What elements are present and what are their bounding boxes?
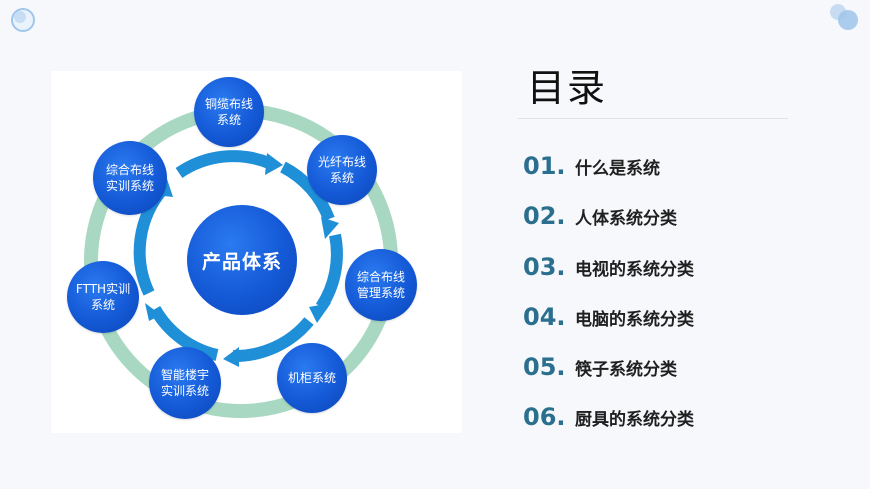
toc-item-text: 厨具的系统分类 — [575, 409, 694, 430]
product-system-diagram: 产品体系 铜缆布线 系统 光纤布线 系统 综合布线 管理系统 机柜系统 智能楼宇… — [51, 71, 462, 433]
node-label: 机柜系统 — [287, 371, 336, 385]
toc-title: 目录 — [527, 66, 608, 110]
toc-item-text: 电脑的系统分类 — [575, 309, 694, 330]
toc-item-number: 02. — [523, 202, 566, 230]
node-cabinet-system: 机柜系统 — [277, 343, 347, 413]
node-cabling-management: 综合布线 管理系统 — [345, 249, 417, 321]
toc-divider — [518, 118, 788, 119]
node-label: 光纤布线 系统 — [317, 155, 366, 185]
toc-item-number: 03. — [523, 253, 566, 281]
toc-item-text: 人体系统分类 — [575, 208, 677, 229]
toc-item-1[interactable]: 01. 什么是系统 — [523, 150, 660, 182]
center-node-product-system: 产品体系 — [187, 205, 297, 315]
node-label: 智能楼宇 实训系统 — [160, 368, 209, 398]
toc-item-4[interactable]: 04. 电脑的系统分类 — [523, 301, 694, 333]
center-node-label: 产品体系 — [201, 250, 282, 273]
node-label: 综合布线 实训系统 — [105, 163, 154, 193]
node-smart-building-training: 智能楼宇 实训系统 — [149, 347, 221, 419]
toc-item-text: 电视的系统分类 — [575, 259, 694, 280]
node-cabling-training: 综合布线 实训系统 — [93, 141, 167, 215]
corner-decoration-top-right-overlap — [838, 10, 858, 30]
corner-decoration-top-left-inner — [14, 11, 26, 23]
node-label: 综合布线 管理系统 — [356, 270, 405, 300]
toc-item-text: 什么是系统 — [575, 158, 660, 179]
toc-item-3[interactable]: 03. 电视的系统分类 — [523, 251, 694, 283]
toc-item-number: 01. — [523, 152, 566, 180]
toc-item-2[interactable]: 02. 人体系统分类 — [523, 200, 677, 232]
node-copper-cabling: 铜缆布线 系统 — [194, 77, 264, 147]
toc-item-6[interactable]: 06. 厨具的系统分类 — [523, 401, 694, 433]
toc-item-text: 筷子系统分类 — [575, 359, 677, 380]
node-label: FTTH实训 系统 — [75, 282, 131, 312]
node-ftth-training: FTTH实训 系统 — [67, 261, 139, 333]
toc-item-5[interactable]: 05. 筷子系统分类 — [523, 351, 677, 383]
toc-item-number: 04. — [523, 303, 566, 331]
node-label: 铜缆布线 系统 — [204, 97, 253, 127]
toc-item-number: 05. — [523, 353, 566, 381]
toc-item-number: 06. — [523, 403, 566, 431]
node-fiber-cabling: 光纤布线 系统 — [307, 135, 377, 205]
